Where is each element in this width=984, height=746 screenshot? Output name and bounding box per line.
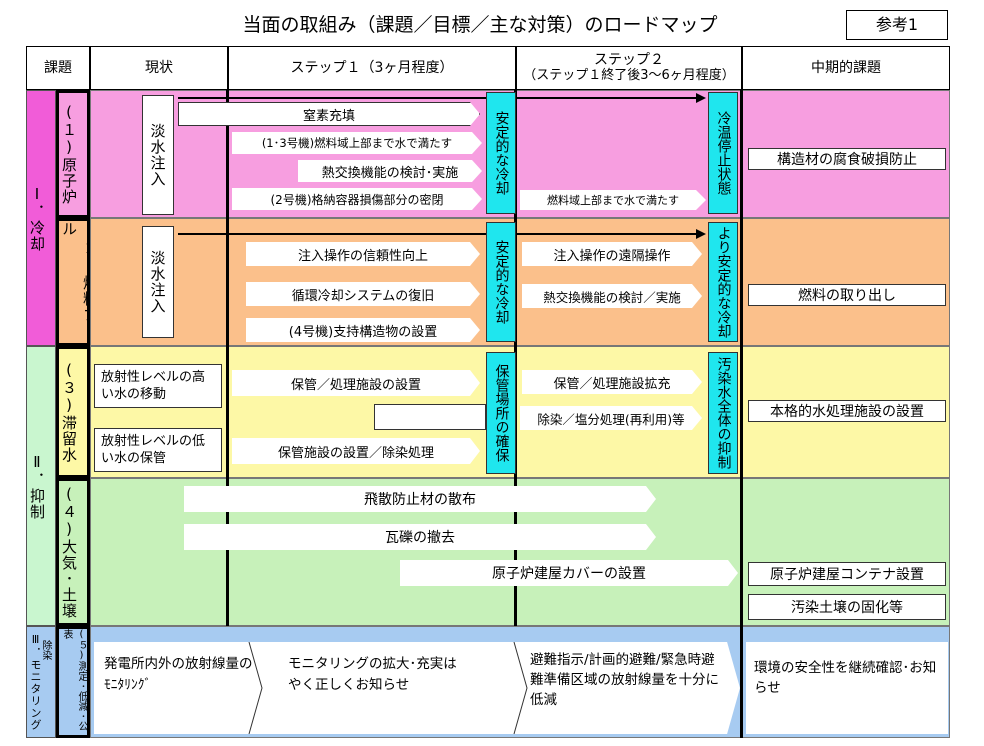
row-atmosphere-label: (４)大気･土壌 — [60, 485, 78, 619]
row-atmosphere-label-cell: (４)大気･土壌 — [56, 478, 90, 626]
header-issue: 課題 — [26, 46, 90, 90]
reactor-current-text: 淡水注入 — [148, 123, 167, 187]
reactor-flow-arrow — [178, 93, 706, 103]
row-stagnant-label: (３)滞留水 — [60, 361, 78, 463]
atmosphere-item-2: 瓦礫の撤去 — [184, 524, 656, 550]
row-reactor-label-cell: (１)原子炉 — [56, 90, 90, 218]
category-monitoring-cell: Ⅲ．モニタリング — [26, 626, 56, 738]
pool-current-box: 淡水注入 — [142, 226, 174, 338]
reactor-step1-item-1: 窒素充填 — [178, 102, 480, 126]
header-step2-line2: （ステップ１終了後3～6ヶ月程度） — [523, 68, 735, 83]
stagnant-step2-goal: 汚染水全体の抑制 — [708, 352, 738, 474]
stagnant-step1-item-2: 保管施設の設置／除染処理 — [232, 438, 480, 464]
atmosphere-item-3: 原子炉建屋カバーの設置 — [400, 560, 738, 586]
atmosphere-midterm-1: 原子炉建屋コンテナ設置 — [748, 562, 946, 586]
pool-flow-arrow — [178, 229, 706, 239]
category-suppression-label: Ⅱ．抑制 — [28, 452, 46, 520]
reactor-step1-item-3: 熱交換機能の検討･実施 — [298, 160, 482, 182]
pool-step2-goal: より安定的な冷却 — [708, 222, 738, 342]
row-measure-label-cell: (５)測定･低減･公表 — [56, 626, 90, 738]
row-stagnant-label-cell: (３)滞留水 — [56, 346, 90, 478]
measure-chevrons — [248, 642, 528, 734]
reactor-step1-goal: 安定的な冷却 — [486, 92, 516, 214]
stagnant-step2-item-1: 保管／処理施設拡充 — [522, 370, 702, 394]
reactor-midterm: 構造材の腐食破損防止 — [748, 148, 946, 170]
stagnant-step1-goal: 保管場所の確保 — [486, 352, 516, 474]
header-step1: ステップ１（3ヶ月程度） — [228, 46, 516, 90]
reactor-step1-item-2: (1･3号機)燃料域上部まで水で満たす — [232, 132, 482, 154]
stagnant-midterm: 本格的水処理施設の設置 — [748, 400, 946, 422]
category-suppression-cell: Ⅱ．抑制 — [26, 346, 56, 626]
reactor-step2-goal: 冷温停止状態 — [708, 92, 738, 214]
pool-step1-item-2: 循環冷却システムの復旧 — [246, 282, 480, 306]
measure-current: 発電所内外の放射線量のﾓﾆﾀﾘﾝｸﾞ — [104, 656, 253, 693]
header-current: 現状 — [90, 46, 228, 90]
measure-midterm: 環境の安全性を継続確認･お知らせ — [754, 660, 937, 696]
row-pool-midterm-cell — [742, 218, 950, 346]
pool-step1-item-3: (4号機)支持構造物の設置 — [246, 318, 480, 342]
row-reactor-label: (１)原子炉 — [60, 103, 78, 205]
reference-badge: 参考1 — [846, 10, 948, 40]
pool-step1-goal: 安定的な冷却 — [486, 222, 516, 342]
stagnant-step2-item-2: 除染／塩分処理(再利用)等 — [520, 406, 702, 430]
page-title: 当面の取組み（課題／目標／主な対策）のロードマップ — [242, 14, 718, 36]
row-pool-label-cell: (２)燃料プール — [56, 218, 99, 346]
header-step2: ステップ２ （ステップ１終了後3～6ヶ月程度） — [516, 46, 742, 90]
pool-step2-item-1: 注入操作の遠隔操作 — [522, 242, 702, 266]
reactor-current-box: 淡水注入 — [142, 95, 174, 215]
measure-arrow-band — [94, 642, 740, 734]
row-measure-label: (５)測定･低減･公表 — [61, 629, 87, 731]
stagnant-current-2: 放射性レベルの低い水の保管 — [94, 428, 222, 472]
pool-step1-item-1: 注入操作の信頼性向上 — [246, 242, 480, 266]
category-monitoring-sub: 除染 — [40, 640, 51, 660]
reactor-step2-item: 燃料域上部まで水で満たす — [520, 190, 706, 210]
measure-step2: 避難指示/計画的避難/緊急時避難準備区域の放射線量を十分に低減 — [530, 652, 719, 708]
atmosphere-midterm-2: 汚染土壌の固化等 — [748, 594, 946, 620]
separator-current — [226, 90, 229, 626]
pool-midterm: 燃料の取り出し — [748, 284, 946, 306]
category-cooling-cell: Ⅰ．冷却 — [26, 90, 56, 346]
measure-step1: モニタリングの拡大･充実はやく正しくお知らせ — [288, 656, 457, 693]
pool-step2-item-2: 熱交換機能の検討／実施 — [522, 284, 702, 308]
category-monitoring-label: Ⅲ．モニタリング — [29, 633, 42, 731]
header-step2-line1: ステップ２ — [594, 52, 664, 68]
atmosphere-item-1: 飛散防止材の散布 — [184, 486, 656, 512]
stagnant-step1-item-1: 保管／処理施設の設置 — [232, 370, 480, 396]
reactor-step1-item-4: (2号機)格納容器損傷部分の密閉 — [232, 188, 482, 210]
stagnant-current-1: 放射性レベルの高い水の移動 — [94, 364, 222, 408]
category-cooling-label: Ⅰ．冷却 — [28, 184, 46, 252]
stagnant-step1-connector — [374, 404, 486, 430]
header-midterm: 中期的課題 — [742, 46, 950, 90]
pool-current-text: 淡水注入 — [148, 250, 167, 314]
measure-midterm-box — [746, 642, 948, 734]
separator-step2 — [740, 90, 743, 738]
